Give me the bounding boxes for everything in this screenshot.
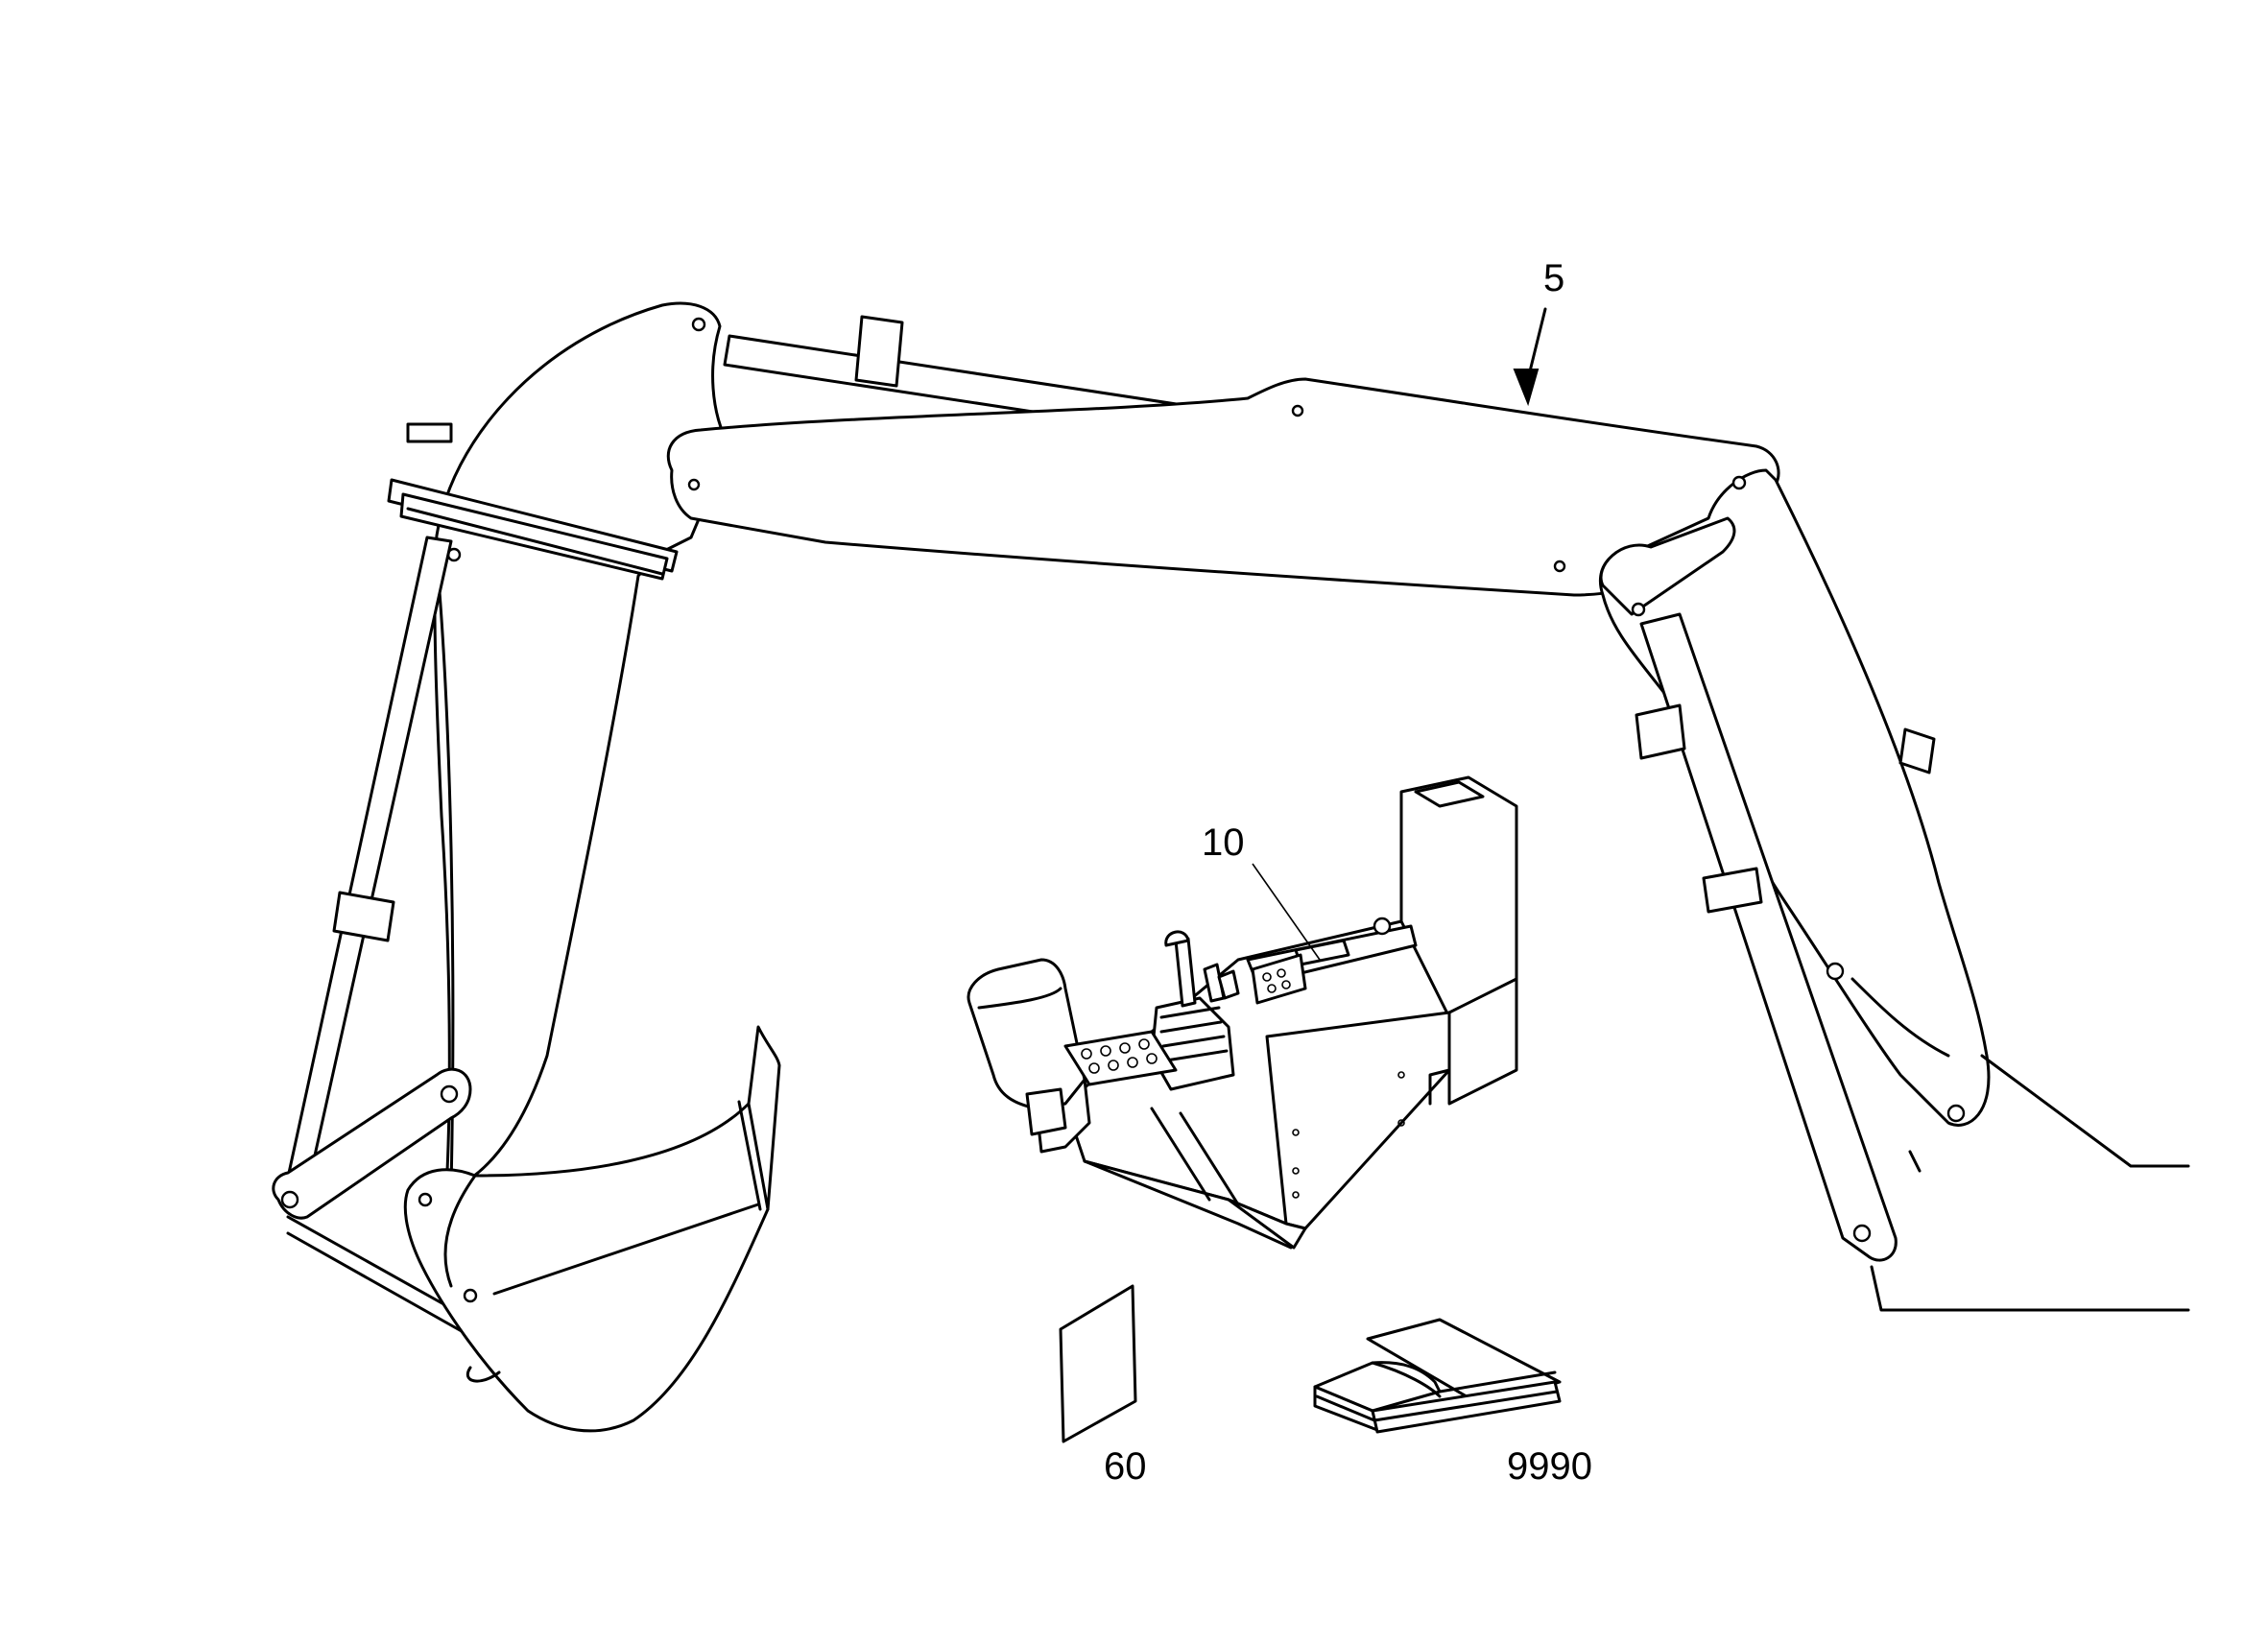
boom bbox=[666, 377, 1780, 597]
callout-9990: 9990 bbox=[1507, 1445, 1592, 1488]
leader-lines bbox=[1252, 307, 1547, 961]
operator-manual bbox=[1313, 1318, 1562, 1434]
callout-10: 10 bbox=[1202, 822, 1245, 864]
decal-sheet bbox=[1059, 1284, 1137, 1443]
dipper-flange bbox=[387, 422, 679, 581]
bucket bbox=[403, 1025, 781, 1433]
callout-60: 60 bbox=[1104, 1445, 1147, 1488]
callout-5-arrowhead bbox=[1513, 369, 1540, 407]
lift-cylinder bbox=[1635, 612, 1898, 1262]
swing-bracket bbox=[1850, 977, 2190, 1312]
operator-control-console bbox=[967, 775, 1518, 1250]
callout-5: 5 bbox=[1543, 257, 1565, 299]
